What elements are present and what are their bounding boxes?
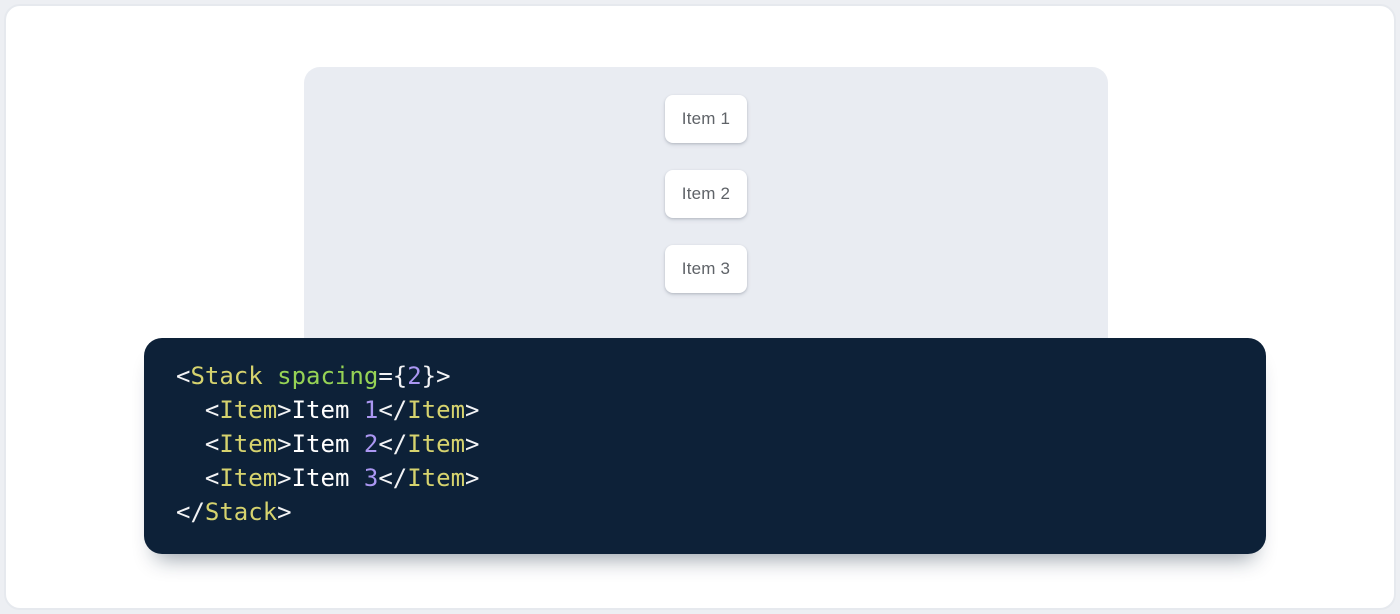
code-token-number: 1 bbox=[363, 396, 379, 424]
code-token-punctuation: </ bbox=[378, 430, 408, 458]
code-token-punctuation: < bbox=[204, 464, 220, 492]
stack-item-card: Item 3 bbox=[664, 245, 748, 293]
code-token-number: 3 bbox=[363, 464, 379, 492]
code-token-tag: Item bbox=[407, 464, 466, 492]
code-line: <Stack spacing={2}> bbox=[176, 359, 1234, 393]
page-card: Item 1 Item 2 Item 3 <Stack spacing={2}>… bbox=[4, 4, 1396, 610]
code-token-punctuation: > bbox=[277, 464, 292, 492]
code-token-punctuation: > bbox=[277, 498, 292, 526]
code-token-tag: Item bbox=[407, 396, 466, 424]
code-snippet: <Stack spacing={2}> <Item>Item 1</Item> … bbox=[176, 359, 1234, 529]
code-token-tag: Item bbox=[219, 430, 278, 458]
code-line: </Stack> bbox=[176, 495, 1234, 529]
code-token-punctuation: </ bbox=[378, 396, 408, 424]
code-token-tag: Stack bbox=[204, 498, 278, 526]
code-token-text: Item bbox=[291, 396, 364, 424]
code-token-punctuation: > bbox=[465, 396, 480, 424]
code-token-number: 2 bbox=[363, 430, 379, 458]
code-token-text: Item bbox=[291, 464, 364, 492]
code-token-tag: Item bbox=[219, 464, 278, 492]
code-line: <Item>Item 2</Item> bbox=[176, 427, 1234, 461]
stack-item-card: Item 2 bbox=[664, 170, 748, 218]
code-token-tag: Stack bbox=[190, 362, 263, 390]
code-token-punctuation: < bbox=[176, 362, 191, 390]
stack-items-column: Item 1 Item 2 Item 3 bbox=[304, 67, 1108, 293]
code-token-punctuation: < bbox=[204, 396, 220, 424]
code-token-text: Item bbox=[291, 430, 364, 458]
code-token-text bbox=[176, 464, 205, 492]
code-token-text bbox=[263, 362, 277, 390]
code-token-punctuation: < bbox=[204, 430, 220, 458]
code-token-text bbox=[176, 396, 205, 424]
code-token-punctuation: > bbox=[465, 464, 480, 492]
code-block: <Stack spacing={2}> <Item>Item 1</Item> … bbox=[144, 338, 1266, 554]
code-token-punctuation: }> bbox=[421, 362, 451, 390]
code-line: <Item>Item 1</Item> bbox=[176, 393, 1234, 427]
code-token-number: 2 bbox=[407, 362, 422, 390]
code-token-punctuation: ={ bbox=[378, 362, 408, 390]
code-token-text bbox=[176, 430, 205, 458]
code-token-punctuation: > bbox=[465, 430, 480, 458]
stack-item-card: Item 1 bbox=[664, 95, 748, 143]
code-token-tag: Item bbox=[407, 430, 466, 458]
code-line: <Item>Item 3</Item> bbox=[176, 461, 1234, 495]
code-token-punctuation: > bbox=[277, 430, 292, 458]
code-token-punctuation: </ bbox=[378, 464, 408, 492]
code-token-tag: Item bbox=[219, 396, 278, 424]
code-token-punctuation: > bbox=[277, 396, 292, 424]
code-token-attr: spacing bbox=[277, 362, 379, 390]
code-token-punctuation: </ bbox=[176, 498, 205, 526]
